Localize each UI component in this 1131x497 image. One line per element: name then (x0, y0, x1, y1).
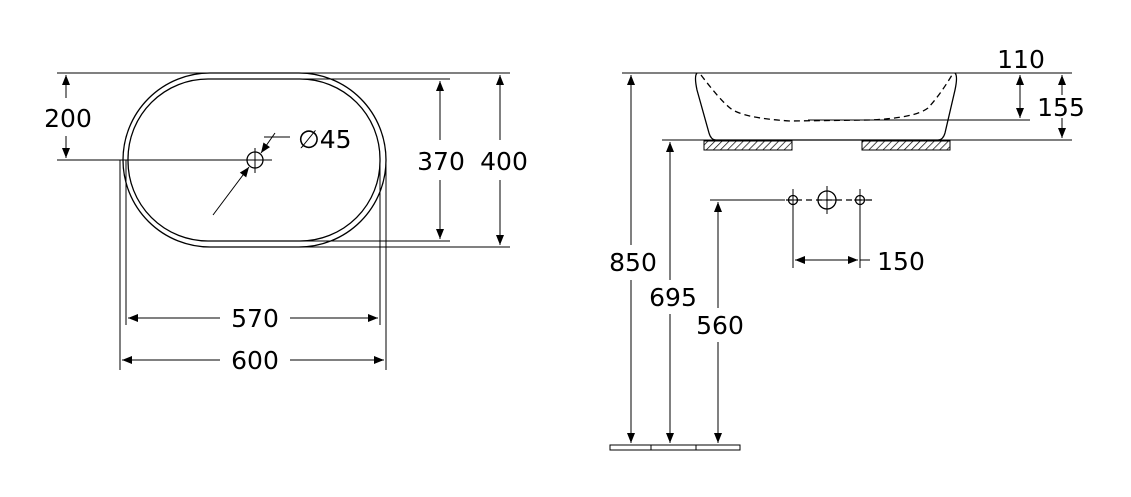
dim-inner-depth: 370 (417, 147, 465, 176)
countertop-section (703, 140, 793, 151)
side-view: 110 155 850 695 560 (609, 45, 1085, 451)
floor-line (609, 444, 741, 451)
dim-total-height: 850 (609, 248, 657, 277)
dim-drain-offset: 200 (44, 104, 92, 133)
dim-tap-height: 560 (696, 311, 744, 340)
basin-side-profile (694, 72, 958, 141)
dim-outer-width: 600 (231, 346, 279, 375)
diameter-leader (212, 166, 250, 216)
dim-outer-depth: 400 (480, 147, 528, 176)
top-view: ∅45 200 370 400 570 600 (44, 72, 528, 375)
dim-tap-spacing: 150 (877, 247, 925, 276)
dim-drain-diameter: ∅45 (298, 125, 352, 154)
drain-hole (243, 148, 268, 173)
dim-counter-height: 695 (649, 283, 697, 312)
basin-inner-profile (700, 74, 953, 122)
diameter-leader (260, 132, 276, 154)
dim-bowl-depth: 110 (997, 45, 1045, 74)
countertop-section (861, 140, 951, 151)
dim-inner-width: 570 (231, 304, 279, 333)
dim-height: 155 (1037, 93, 1085, 122)
tap-hole-centre (817, 186, 837, 214)
